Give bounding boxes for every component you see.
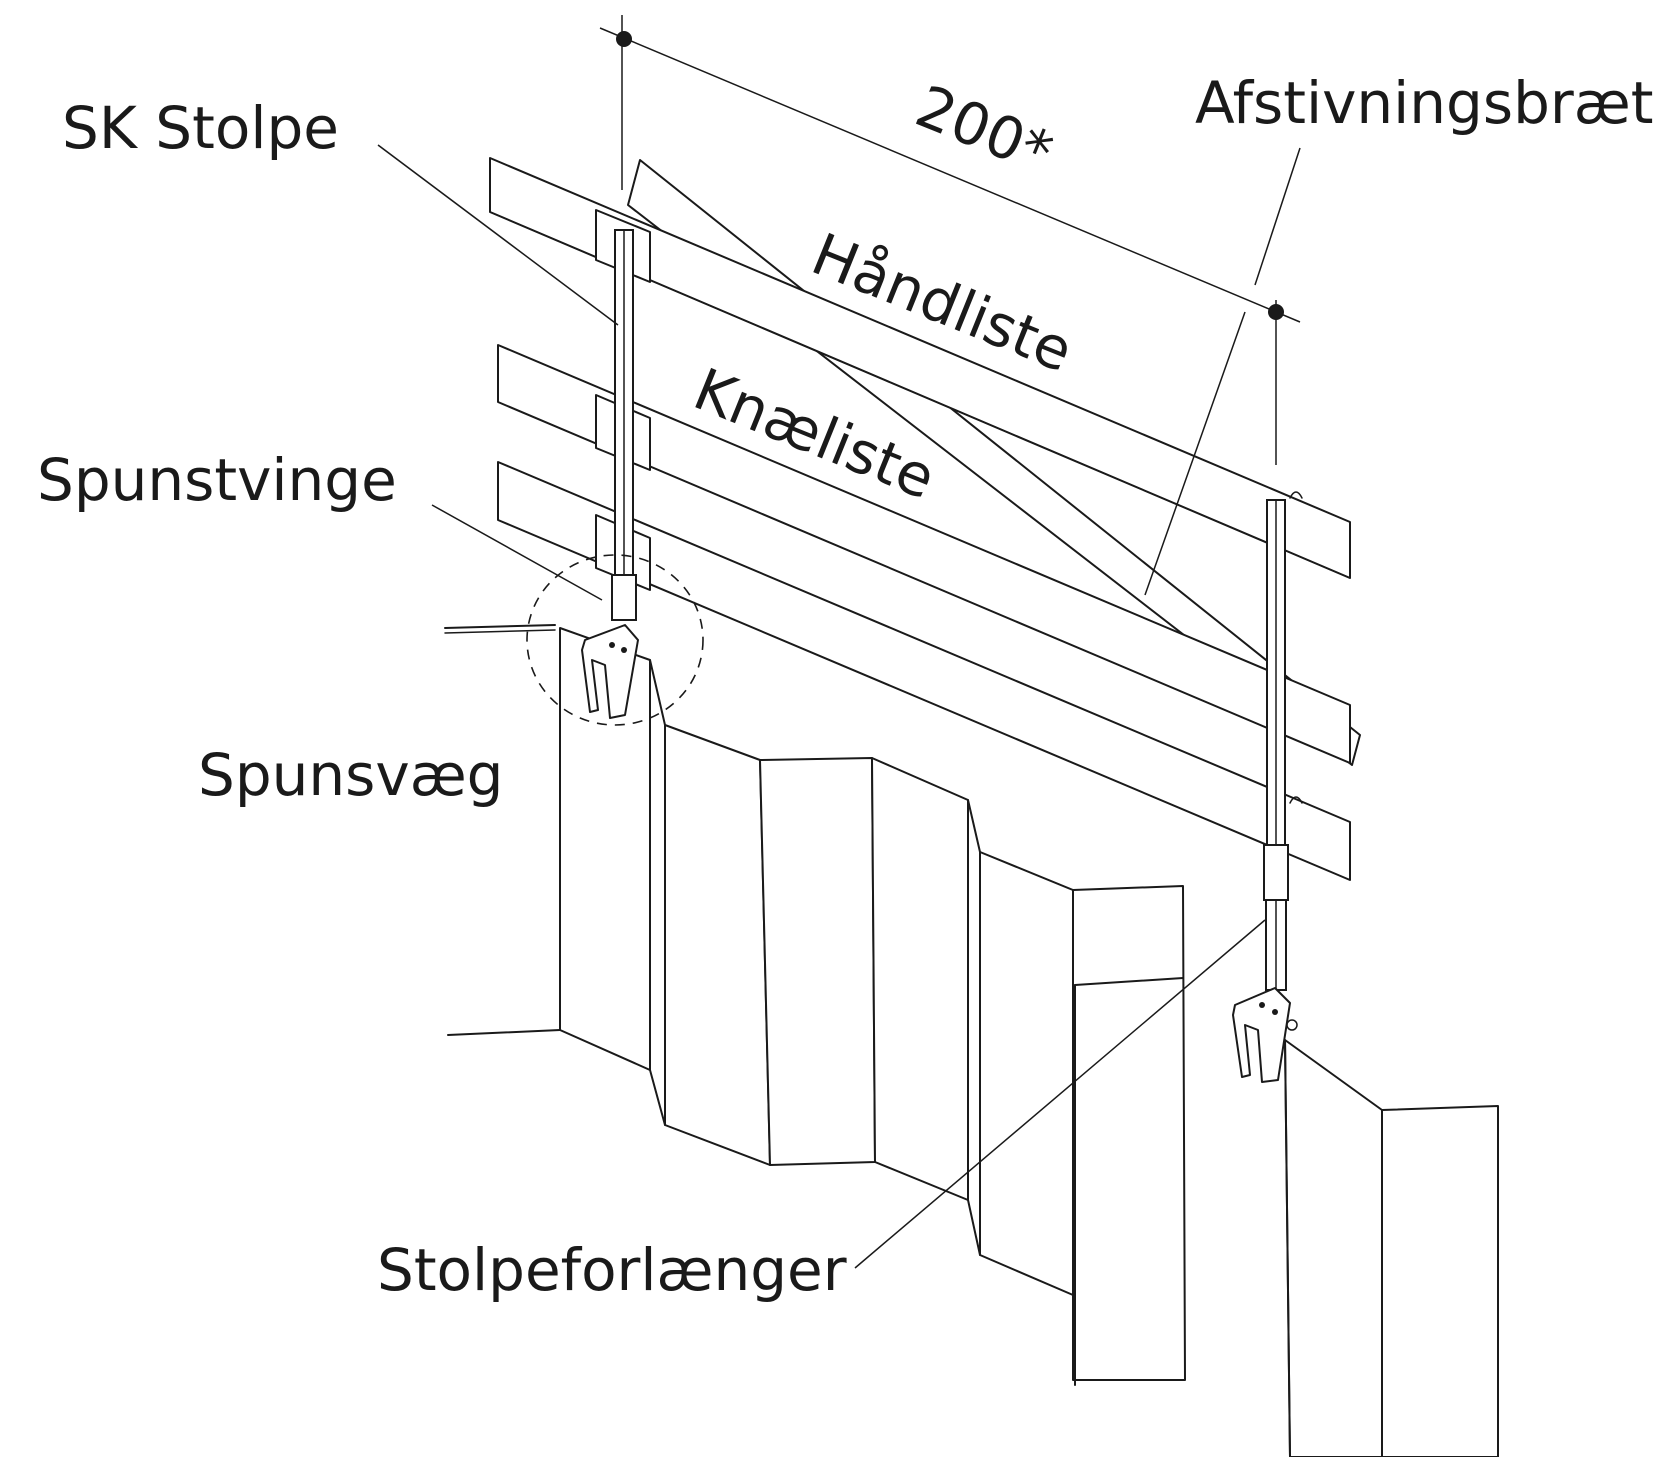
leader-sk-stolpe [377,144,619,326]
boards [489,157,1351,881]
right-clamp-bolt-2 [1272,1009,1278,1015]
wall-right-edge [1264,1029,1291,1457]
wall-recess-top [1074,977,1184,986]
right-clamp-bolt-1 [1259,1002,1265,1008]
wall-panel-5 [871,757,969,1201]
wall-left-top-edge-2 [444,629,556,634]
right-post-loop-top [1289,491,1303,499]
label-sk-stolpe: SK Stolpe [62,94,339,162]
leader-lines [377,144,1301,1269]
wall-panel-8 [1072,885,1186,1381]
ground-line-left [447,1029,561,1036]
wall-panel-7 [979,851,1074,1296]
dimension-dot-left [616,31,632,47]
label-spunstvinge: Spunstvinge [37,446,397,514]
leader-afstivningsbraet-top [1254,147,1301,286]
sheet-pile-wall [444,624,1499,1457]
wall-panel-4 [759,757,876,1166]
wall-panel-10 [1381,1105,1499,1457]
dimension-200 [599,15,1301,465]
wall-left-top-edge [444,624,556,629]
right-clamp-knob [1286,1019,1298,1031]
knee-rail-board [497,344,1351,764]
leader-stolpeforlaenger [854,919,1266,1269]
right-post-extender-upper [1263,844,1289,901]
dimension-line [599,27,1301,323]
left-post [526,229,704,726]
wall-panel-6 [967,799,981,1256]
wall-panel-3 [664,724,771,1166]
leader-spunstvinge [431,504,603,601]
dimension-dot-right [1268,304,1284,320]
wall-panel-1 [559,627,651,1071]
leader-afstivningsbraet [1144,311,1246,596]
label-spunsvaeg: Spunsvæg [198,741,503,809]
right-post-loop-bottom [1289,796,1303,804]
label-dimension: 200* [907,72,1062,187]
right-post [1232,491,1303,1083]
bottom-board [497,461,1351,881]
left-post-extender [611,574,637,621]
label-afstivningsbraet: Afstivningsbræt [1195,69,1653,137]
detail-circle [526,554,704,726]
wall-panel-9 [1284,1039,1383,1457]
label-stolpeforlaenger: Stolpeforlænger [377,1236,847,1304]
wall-panel-2 [649,659,666,1126]
left-clamp-bolt-2 [621,647,627,653]
left-clamp-bolt-1 [609,642,615,648]
